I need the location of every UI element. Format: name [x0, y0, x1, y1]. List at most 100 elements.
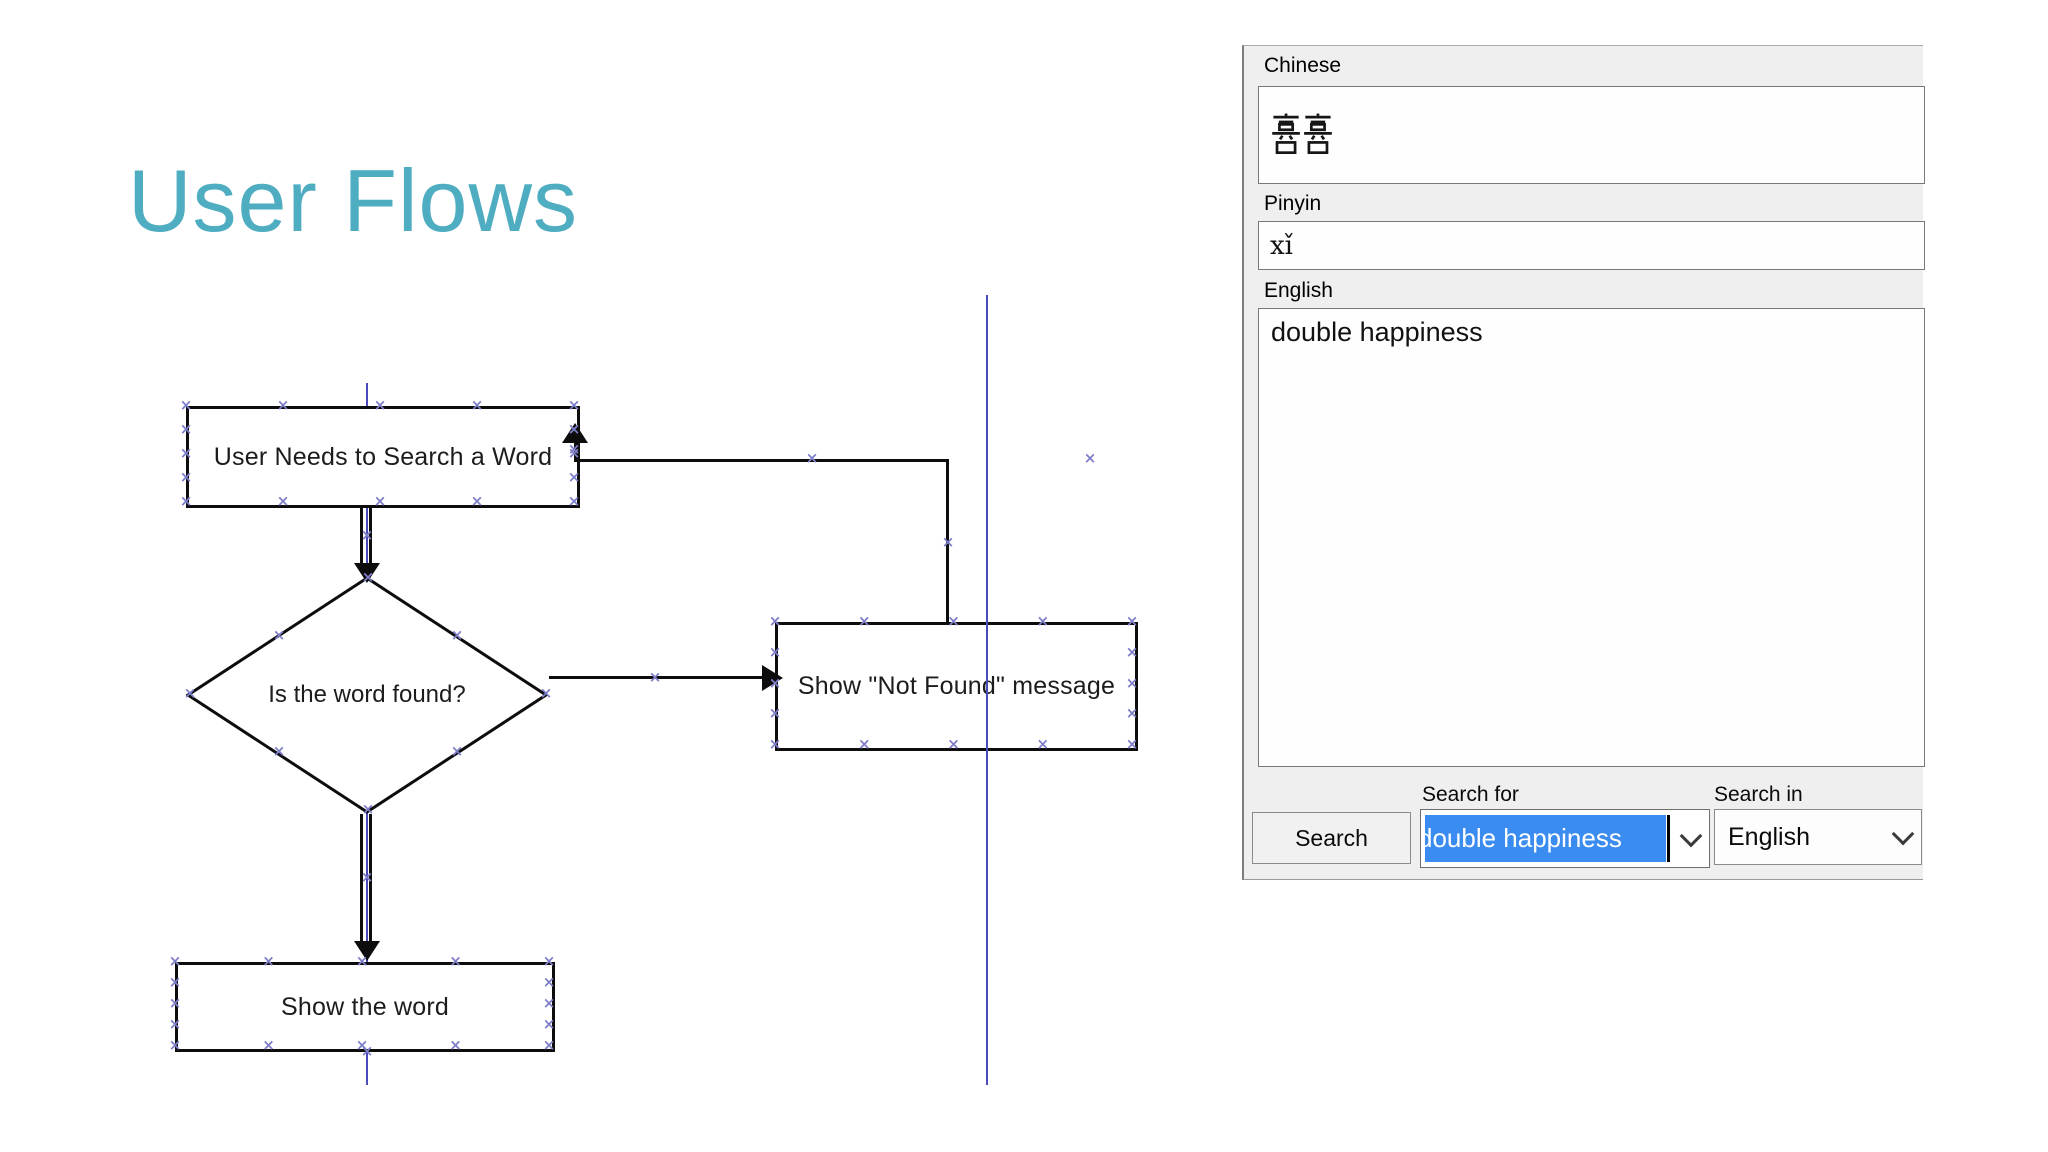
selection-handle-icon: × — [179, 395, 193, 414]
selection-handle-icon: × — [768, 642, 782, 661]
selection-handle-icon: × — [768, 611, 782, 630]
connector-decision-show — [369, 814, 372, 944]
search-in-dropdown[interactable]: English — [1714, 809, 1922, 865]
selection-handle-icon: × — [360, 867, 374, 886]
selection-handle-icon: × — [1083, 448, 1097, 467]
english-field-box: double happiness — [1258, 308, 1925, 767]
flow-node-show: Show the word — [175, 962, 555, 1052]
selection-handle-icon: × — [567, 467, 581, 486]
selection-handle-icon: × — [542, 972, 556, 991]
selection-handle-icon: × — [168, 972, 182, 991]
selection-handle-icon: × — [567, 395, 581, 414]
selection-handle-icon: × — [567, 439, 581, 458]
selection-handle-icon: × — [470, 491, 484, 510]
pinyin-field[interactable] — [1259, 229, 1924, 262]
chevron-down-icon[interactable] — [1891, 822, 1915, 846]
selection-handle-icon: × — [450, 741, 464, 760]
selection-handle-icon: × — [947, 611, 960, 630]
selection-handle-icon: × — [360, 1041, 374, 1060]
selection-handle-icon: × — [272, 741, 286, 760]
selection-handle-icon: × — [179, 491, 193, 510]
search-button[interactable]: Search — [1252, 812, 1411, 864]
connector-loop-horizontal — [574, 459, 949, 462]
english-label: English — [1264, 279, 1333, 302]
selection-handle-icon: × — [179, 443, 193, 462]
selection-handle-icon: × — [941, 532, 955, 551]
selection-handle-icon: × — [262, 951, 275, 970]
selection-handle-icon: × — [361, 799, 375, 818]
selection-handle-icon: × — [567, 491, 581, 510]
selection-handle-icon: × — [361, 567, 375, 586]
search-for-value: double happiness — [1425, 823, 1622, 853]
flow-node-start-label: User Needs to Search a Word — [213, 442, 553, 471]
selection-handle-icon: × — [183, 683, 197, 702]
connector-start-decision — [360, 505, 363, 565]
flow-node-notfound: Show "Not Found" message — [775, 622, 1138, 751]
selection-handle-icon: × — [768, 673, 782, 692]
arrowhead-right-icon — [762, 665, 783, 691]
selection-handle-icon: × — [1125, 611, 1139, 630]
search-for-label: Search for — [1422, 783, 1519, 806]
diamond-shape — [186, 576, 548, 814]
selection-handle-icon: × — [262, 1035, 275, 1054]
flow-node-notfound-label: Show "Not Found" message — [797, 672, 1116, 700]
dictionary-app-panel: Chinese — [1242, 45, 1925, 880]
selection-handle-icon: × — [857, 734, 871, 753]
connector-loop-stub — [574, 443, 577, 459]
search-in-value: English — [1728, 822, 1810, 851]
flow-node-decision: Is the word found? — [186, 576, 548, 814]
selection-handle-icon: × — [1125, 734, 1139, 753]
selection-handle-icon: × — [168, 1035, 182, 1054]
connector-decision-notfound — [549, 676, 765, 679]
selection-handle-icon: × — [542, 1035, 556, 1054]
selection-handle-icon: × — [355, 1035, 369, 1054]
selection-handle-icon: × — [272, 625, 286, 644]
selection-handle-icon: × — [857, 611, 871, 630]
selection-handle-icon: × — [373, 395, 387, 414]
arrowhead-up-icon — [562, 423, 588, 443]
search-for-combobox[interactable]: double happiness — [1420, 809, 1710, 868]
selection-handle-icon: × — [276, 395, 290, 414]
selection-handle-icon: × — [168, 951, 182, 970]
selection-handle-icon: × — [648, 667, 662, 686]
selection-handle-icon: × — [360, 525, 374, 544]
selection-handle-icon: × — [355, 951, 369, 970]
text-caret — [1667, 815, 1670, 862]
search-for-selection: double happiness — [1425, 815, 1666, 862]
selection-handle-icon: × — [1125, 673, 1139, 692]
pinyin-label: Pinyin — [1264, 192, 1322, 215]
double-happiness-character-icon — [1272, 113, 1332, 155]
connector-start-decision — [369, 505, 372, 565]
pinyin-field-box — [1258, 221, 1925, 270]
selection-handle-icon: × — [168, 1014, 182, 1033]
selection-handle-icon: × — [805, 448, 819, 467]
flow-node-decision-label: Is the word found? — [268, 681, 466, 708]
selection-handle-icon: × — [542, 993, 556, 1012]
chinese-value-box[interactable] — [1258, 86, 1925, 184]
english-textarea[interactable]: double happiness — [1259, 309, 1903, 729]
selection-handle-icon: × — [1125, 704, 1139, 722]
connector-loop-vertical — [946, 459, 949, 622]
selection-handle-icon: × — [1036, 611, 1050, 630]
selection-handle-icon: × — [539, 683, 553, 702]
selection-handle-icon: × — [449, 1035, 462, 1054]
selection-handle-icon: × — [276, 491, 290, 510]
search-in-label: Search in — [1714, 783, 1803, 806]
selection-handle-icon: × — [768, 704, 782, 722]
chevron-down-icon[interactable] — [1679, 824, 1703, 847]
selection-handle-icon: × — [1036, 734, 1050, 753]
selection-handle-icon: × — [947, 734, 960, 753]
flow-node-start: User Needs to Search a Word — [186, 406, 580, 508]
selection-handle-icon: × — [179, 419, 193, 438]
selection-handle-icon: × — [567, 419, 581, 438]
page-title: User Flows — [128, 151, 579, 250]
arrowhead-down-icon — [354, 941, 380, 961]
chinese-label: Chinese — [1264, 54, 1342, 77]
selection-handle-icon: × — [373, 491, 387, 510]
arrowhead-down-icon — [354, 563, 380, 583]
selection-handle-icon: × — [768, 734, 782, 753]
guide-line-right — [986, 295, 988, 1085]
selection-handle-icon: × — [1125, 642, 1139, 661]
selection-handle-icon: × — [449, 951, 462, 970]
selection-handle-icon: × — [542, 951, 556, 970]
